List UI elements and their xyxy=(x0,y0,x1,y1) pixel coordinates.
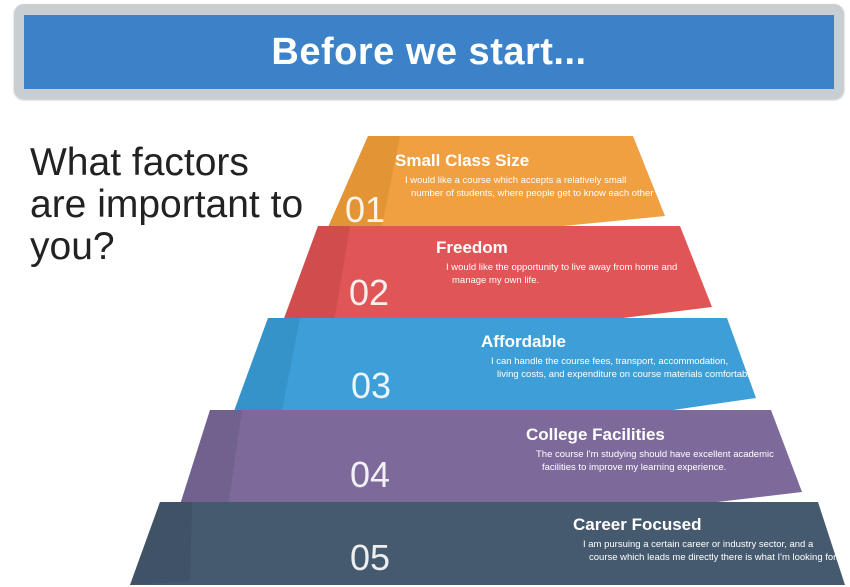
tier-01-band xyxy=(318,136,665,250)
tier-05-number: 05 xyxy=(350,537,390,578)
tier-02-title: Freedom xyxy=(436,238,508,257)
tier-01-title: Small Class Size xyxy=(395,151,529,170)
tier-03-title: Affordable xyxy=(481,332,566,351)
tier-05-shade xyxy=(130,502,192,585)
tier-01-shade xyxy=(318,136,400,250)
tier-01: 01 Small Class Size I would like a course … xyxy=(318,136,675,250)
banner-frame: Before we start... xyxy=(14,4,844,99)
tier-04-desc-line: The course I'm studying should have exce… xyxy=(536,449,774,460)
tier-01-desc-line: I would like a course which accepts a re… xyxy=(405,175,626,186)
tier-02-desc-line: manage my own life. xyxy=(452,275,539,286)
tier-03-desc-line: living costs, and expenditure on course … xyxy=(497,369,756,380)
tier-04-desc-line: facilities to improve my learning experi… xyxy=(542,462,726,473)
tier-03-desc-line: I can handle the course fees, transport,… xyxy=(491,356,728,367)
tier-01-number: 01 xyxy=(345,189,385,230)
tier-02-number: 02 xyxy=(349,272,389,313)
tier-02-desc-line: I would like the opportunity to live awa… xyxy=(446,262,677,273)
tier-03-number: 03 xyxy=(351,365,391,406)
banner: Before we start... xyxy=(24,15,834,89)
tier-05: 05 Career Focused I am pursuing a certain … xyxy=(130,502,845,585)
tier-04-title: College Facilities xyxy=(526,425,665,444)
tier-05-desc-line: I am pursuing a certain career or indust… xyxy=(583,539,814,550)
tier-01-desc-line: number of students, where people get to … xyxy=(411,188,675,199)
banner-title: Before we start... xyxy=(271,30,587,73)
question-text: What factors are important to you? xyxy=(30,141,304,268)
tier-04-number: 04 xyxy=(350,454,390,495)
tier-05-band xyxy=(130,502,845,585)
tier-05-title: Career Focused xyxy=(573,515,702,534)
tier-05-desc-line: course which leads me directly there is … xyxy=(589,552,838,563)
